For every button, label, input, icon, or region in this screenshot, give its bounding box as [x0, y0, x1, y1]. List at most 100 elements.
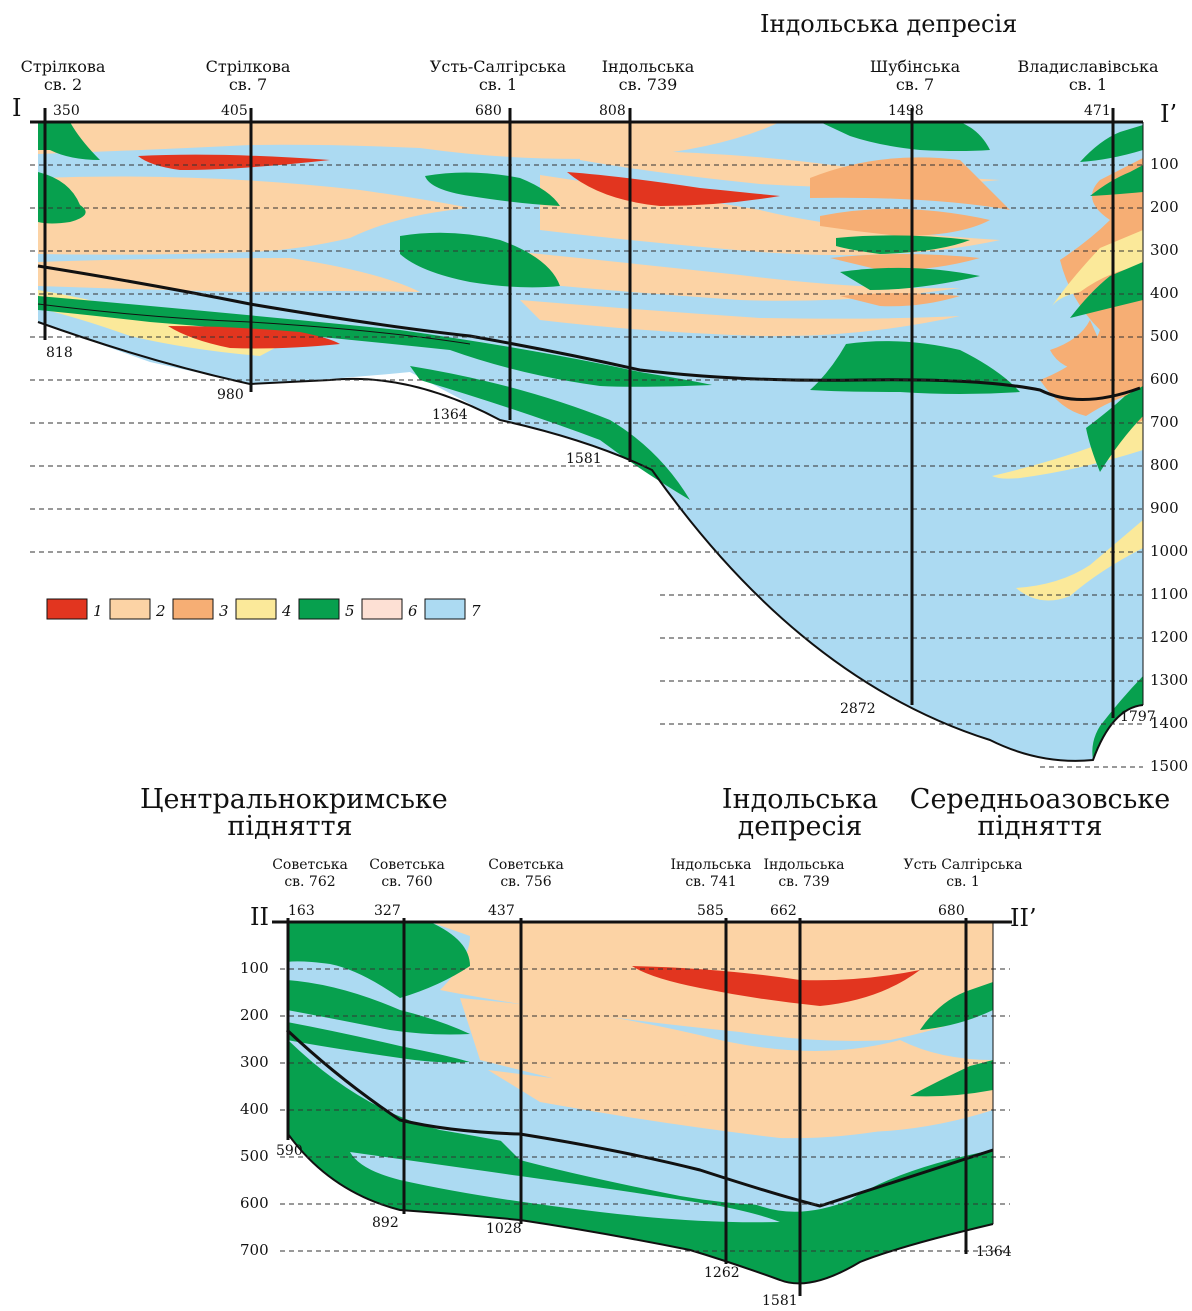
s2-well-top-altitude: 585 [697, 903, 724, 919]
s2-depth-label: 600 [240, 1194, 269, 1212]
legend-swatches [46, 598, 466, 620]
s1-well-bottom-depth: 1364 [432, 407, 468, 423]
s1-well-top-altitude: 1498 [888, 103, 924, 119]
s1-green-right-2 [1090, 165, 1143, 196]
s2-green-2 [287, 980, 470, 1035]
section-1-depth-grid [30, 164, 1143, 768]
section-1-start-label: I [12, 94, 22, 122]
s1-green-base-left [38, 296, 712, 387]
s2-green-right-1 [920, 982, 993, 1030]
s1-well-top-altitude: 471 [1084, 103, 1111, 119]
s1-depth-label: 700 [1150, 413, 1179, 431]
s1-depth-label: 1500 [1150, 757, 1189, 775]
s2-well-name: Індольська св. 741 [670, 857, 752, 890]
s1-depth-label: 100 [1150, 155, 1179, 173]
s1-green-right-3 [1070, 262, 1143, 318]
s1-depth-label: 500 [1150, 327, 1179, 345]
s2-well-bottom-depth: 892 [372, 1215, 399, 1231]
s2-green-base [288, 1040, 993, 1284]
s1-well-bottom-depth: 1797 [1120, 709, 1156, 725]
s2-depth-label: 400 [240, 1100, 269, 1118]
s1-well-bottom-depth: 1581 [566, 451, 602, 467]
s1-orange-right [1040, 158, 1143, 416]
s2-well-name: Советська св. 760 [369, 857, 445, 890]
s2-well-top-altitude: 680 [938, 903, 965, 919]
s1-well-top-altitude: 405 [221, 103, 248, 119]
s1-green-shub-1 [836, 235, 970, 254]
s1-depth-label: 400 [1150, 284, 1179, 302]
legend-swatch-6 [361, 598, 403, 620]
s2-depth-label: 300 [240, 1053, 269, 1071]
section-2-depth-grid [280, 968, 1010, 1252]
s2-depth-label: 500 [240, 1147, 269, 1165]
s1-depth-label: 300 [1150, 241, 1179, 259]
section-2-title-left: Центральнокримське підняття [140, 784, 448, 842]
section-1 [37, 122, 1144, 762]
s1-depth-label: 1100 [1150, 585, 1189, 603]
s2-well-top-altitude: 327 [374, 903, 401, 919]
s1-well-name: Владиславівська св. 1 [1017, 57, 1159, 94]
s1-well-name: Індольська св. 739 [601, 57, 695, 94]
s1-orange-3 [830, 254, 980, 271]
s1-depth-label: 1200 [1150, 628, 1189, 646]
s1-well-bottom-depth: 980 [217, 387, 244, 403]
legend-swatch-2 [109, 598, 151, 620]
s1-green-topleft [38, 122, 100, 160]
s2-well-name: Советська св. 762 [272, 857, 348, 890]
section-1-title: Індольська депресія [760, 10, 1018, 38]
s1-well-name: Шубінська св. 7 [869, 57, 961, 94]
s1-depth-label: 200 [1150, 198, 1179, 216]
s1-green-left [38, 172, 86, 224]
s1-well-bottom-depth: 2872 [840, 701, 876, 717]
s1-green-lens-2 [400, 232, 560, 288]
s2-green-right-2 [910, 1060, 993, 1097]
s1-green-right-deep [1092, 676, 1143, 760]
s2-well-name: Індольська св. 739 [763, 857, 845, 890]
legend-label-6: 6 [408, 602, 418, 620]
s2-well-top-altitude: 163 [288, 903, 315, 919]
legend-swatch-7 [424, 598, 466, 620]
s1-sand-center-2 [500, 250, 960, 301]
s1-orange-4 [840, 293, 960, 307]
section-1-frame [30, 120, 1144, 705]
legend-label-4: 4 [282, 602, 292, 620]
s1-green-base [410, 366, 690, 500]
section-2-end-label: II’ [1010, 904, 1037, 932]
s2-blue-in-green-2 [500, 1140, 840, 1206]
s1-well-name: Стрілкова св. 2 [20, 57, 106, 94]
s1-well-top-altitude: 808 [599, 103, 626, 119]
s2-green-top [287, 922, 470, 998]
legend-label-1: 1 [93, 602, 103, 620]
s2-well-bottom-depth: 1262 [704, 1265, 740, 1281]
section-2 [285, 922, 994, 1285]
s1-depth-label: 1000 [1150, 542, 1189, 560]
s2-depth-label: 100 [240, 959, 269, 977]
s1-depth-label: 1400 [1150, 714, 1189, 732]
s2-boundary [285, 1028, 994, 1208]
s2-base-line [287, 1133, 994, 1285]
s2-green-3 [287, 1022, 470, 1063]
s1-red-lens-low [168, 326, 340, 349]
legend-label-3: 3 [219, 602, 229, 620]
s1-yellow-right-1 [1052, 230, 1143, 306]
s2-well-bottom-depth: 1364 [976, 1244, 1012, 1260]
s1-green-shub-top [820, 122, 990, 151]
section-2-title-right: Середньоазовське підняття [909, 784, 1171, 842]
s1-red-lens-mid [567, 172, 780, 206]
s2-well-name: Советська св. 756 [488, 857, 564, 890]
s1-sand-upper-left [38, 176, 470, 255]
s2-blue-in-green-1 [350, 1152, 780, 1223]
s1-orange-1 [810, 157, 1010, 210]
legend-swatch-4 [235, 598, 277, 620]
legend-label-5: 5 [345, 602, 355, 620]
legend-swatch-3 [172, 598, 214, 620]
s2-depth-label: 700 [240, 1241, 269, 1259]
s1-well-bottom-depth: 818 [46, 345, 73, 361]
legend-label-7: 7 [471, 602, 481, 620]
s2-well-bottom-depth: 590 [276, 1143, 303, 1159]
s2-well-bottom-depth: 1028 [486, 1221, 522, 1237]
s1-orange-2 [820, 208, 990, 236]
s1-well-top-altitude: 680 [475, 103, 502, 119]
section-2-frame [272, 920, 1012, 1224]
